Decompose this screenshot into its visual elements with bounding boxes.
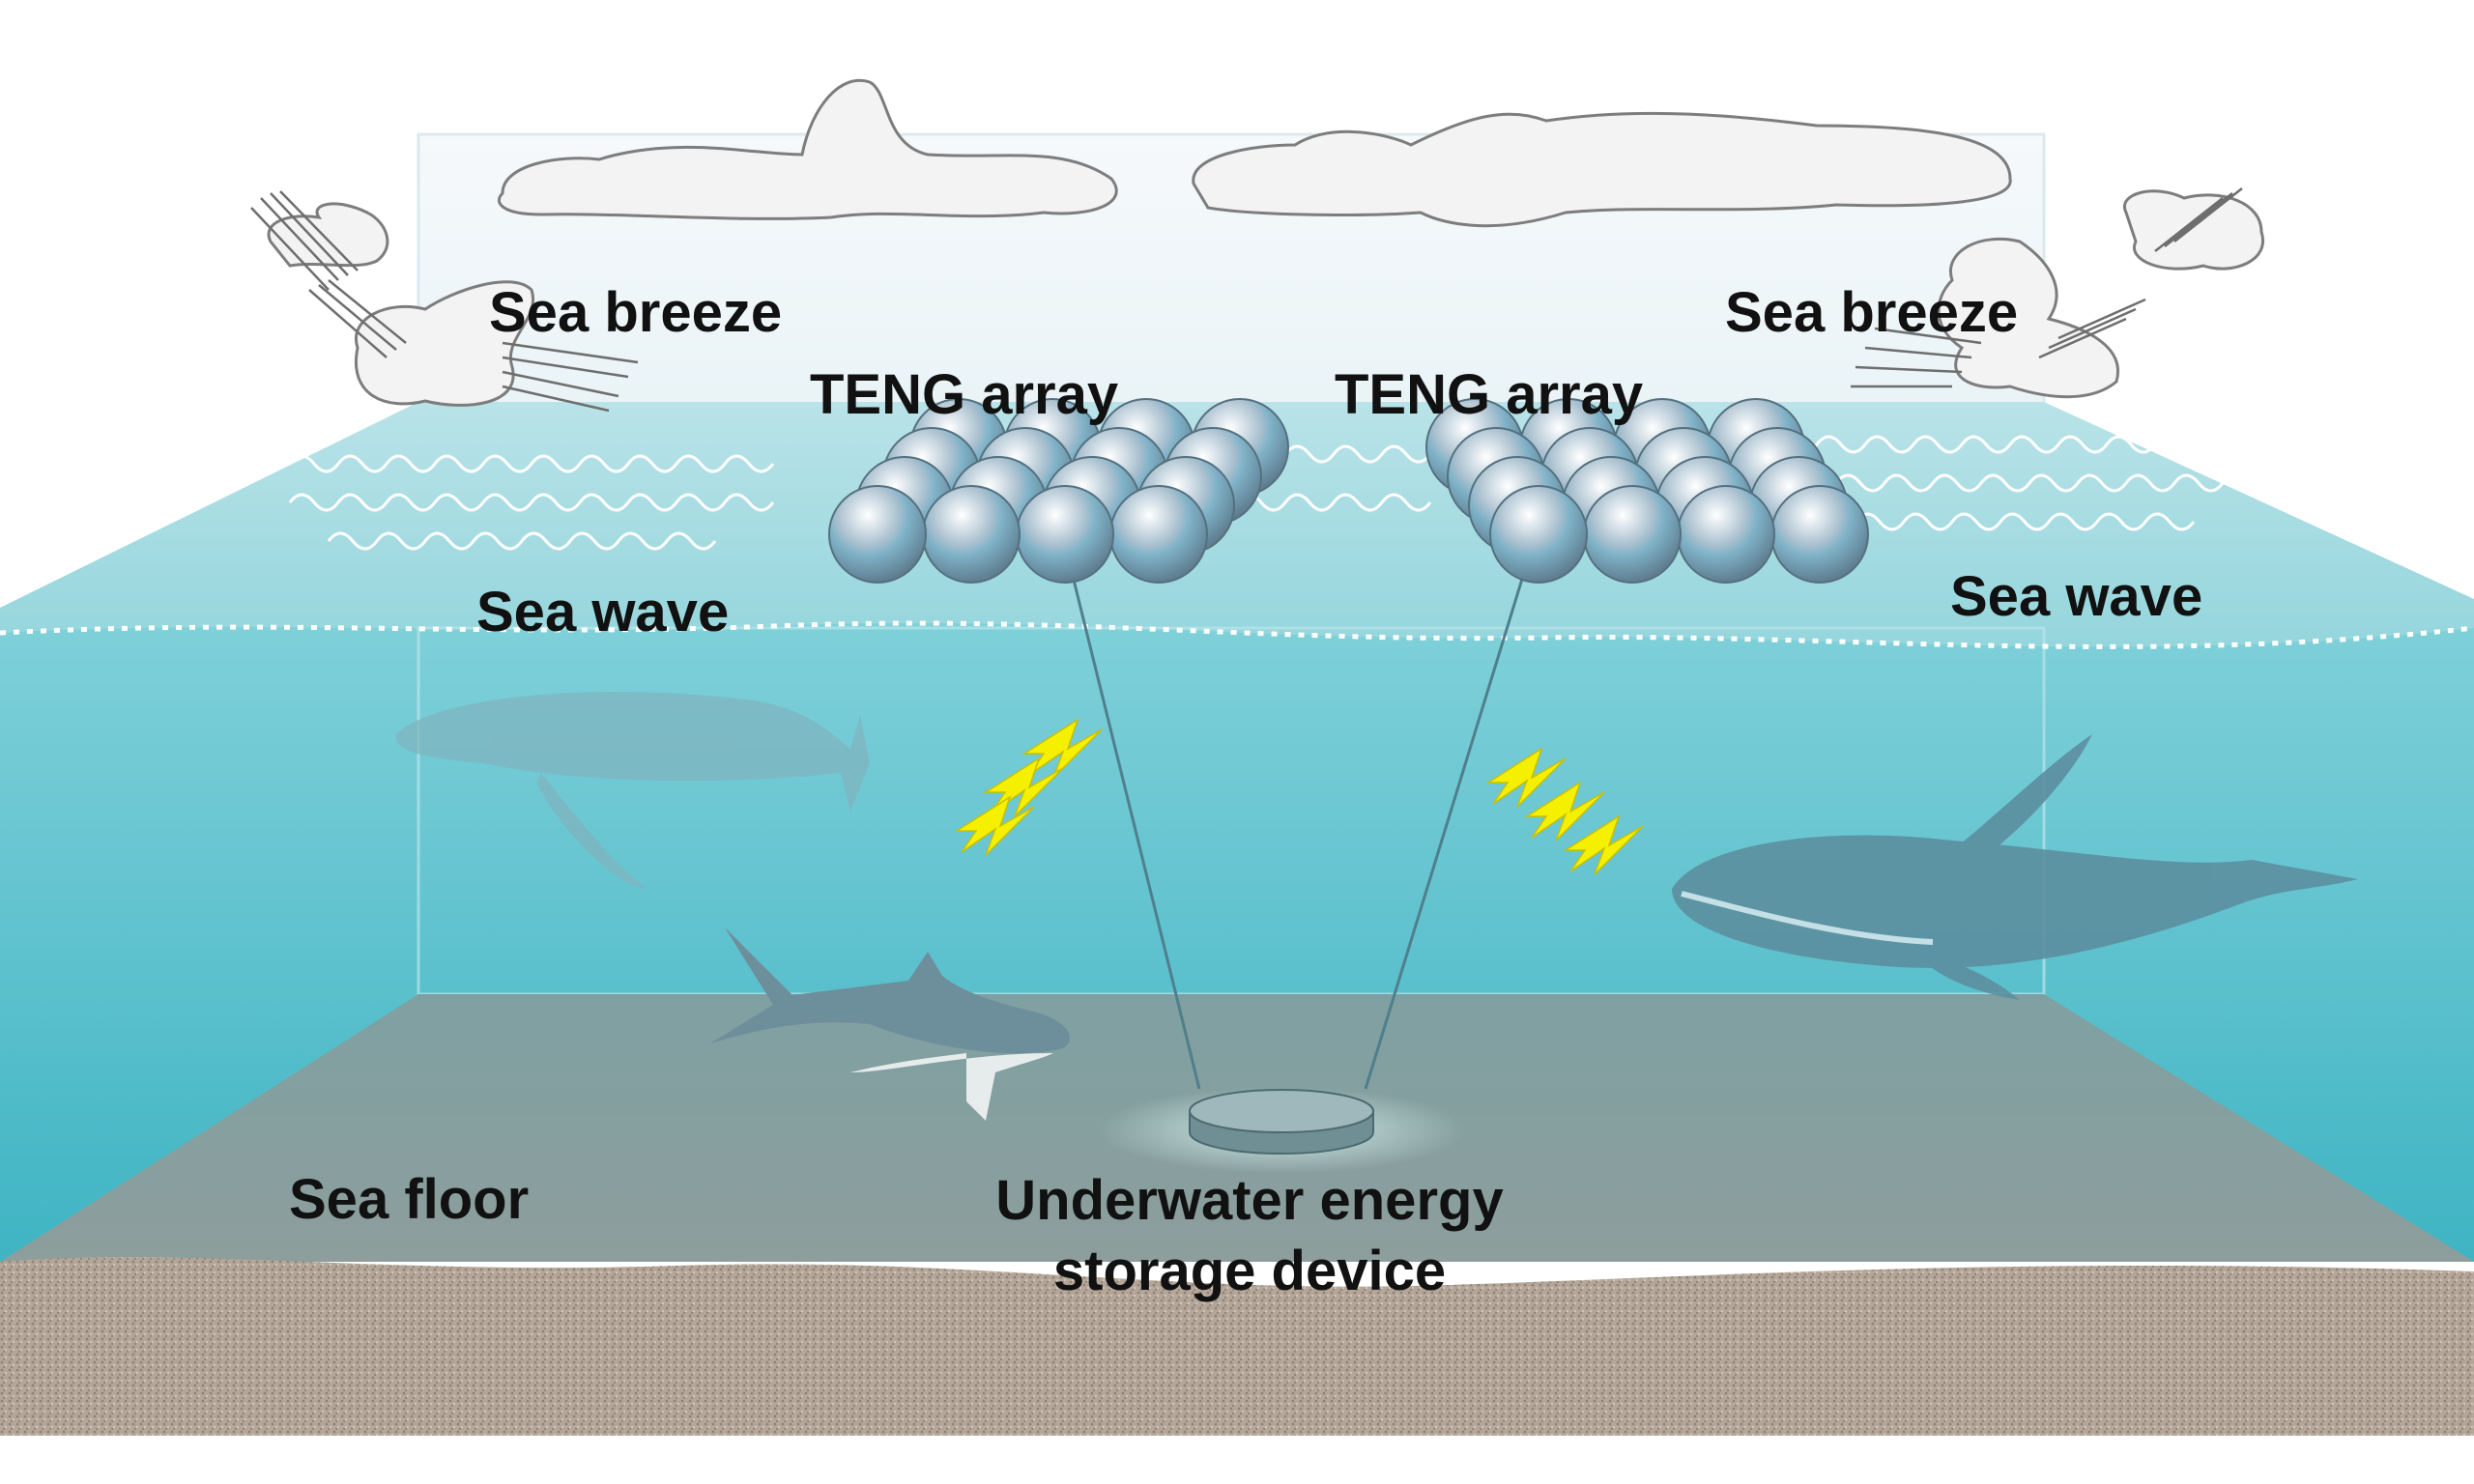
lightning-bolt-icon [954, 795, 1035, 856]
wave-line [0, 620, 2474, 649]
teng-sphere [1016, 485, 1114, 584]
clouds [267, 78, 2265, 407]
tether-right [1364, 575, 1525, 1090]
energy-storage-device [1098, 1087, 1465, 1174]
lightning-bolts-right [1485, 747, 1644, 875]
cloud [1937, 237, 2119, 399]
label-sea-wave-left: Sea wave [476, 581, 729, 643]
whale-left [395, 692, 870, 889]
teng-sphere [828, 485, 927, 584]
teng-sphere [1677, 485, 1775, 584]
shark [710, 928, 1071, 1121]
lightning-bolt-icon [1524, 781, 1605, 842]
teng-sphere [1583, 485, 1682, 584]
teng-sphere [1770, 485, 1869, 584]
cloud [267, 202, 389, 268]
teng-sphere [922, 485, 1021, 584]
label-sea-breeze-left: Sea breeze [489, 281, 782, 344]
label-sea-floor: Sea floor [289, 1168, 529, 1231]
wave-squiggle [288, 493, 775, 512]
label-sea-breeze-right: Sea breeze [1725, 281, 2018, 344]
label-sea-wave-right: Sea wave [1950, 565, 2202, 628]
label-teng-array-right: TENG array [1335, 363, 1643, 426]
label-device-line2: storage device [1053, 1240, 1446, 1302]
wave-squiggle [288, 454, 775, 473]
label-teng-array-left: TENG array [810, 363, 1118, 426]
cloud [497, 78, 1118, 220]
sand [0, 1257, 2474, 1436]
whale-right [1672, 734, 2358, 1000]
label-device-line1: Underwater energy [995, 1169, 1503, 1232]
cloud [2122, 189, 2265, 271]
lightning-bolts-left [954, 718, 1103, 856]
lightning-bolt-icon [1485, 747, 1567, 808]
cloud [354, 280, 535, 407]
teng-array-left [828, 398, 1289, 584]
tether-left [1071, 575, 1201, 1090]
water-surface [0, 402, 2474, 657]
wave-squiggle [327, 531, 717, 551]
teng-sphere [1489, 485, 1588, 584]
cloud [1192, 111, 2012, 228]
wind-streaks [250, 187, 2243, 413]
lightning-bolt-icon [1563, 814, 1644, 875]
teng-sphere [1109, 485, 1208, 584]
teng-array-right [1425, 398, 1869, 584]
